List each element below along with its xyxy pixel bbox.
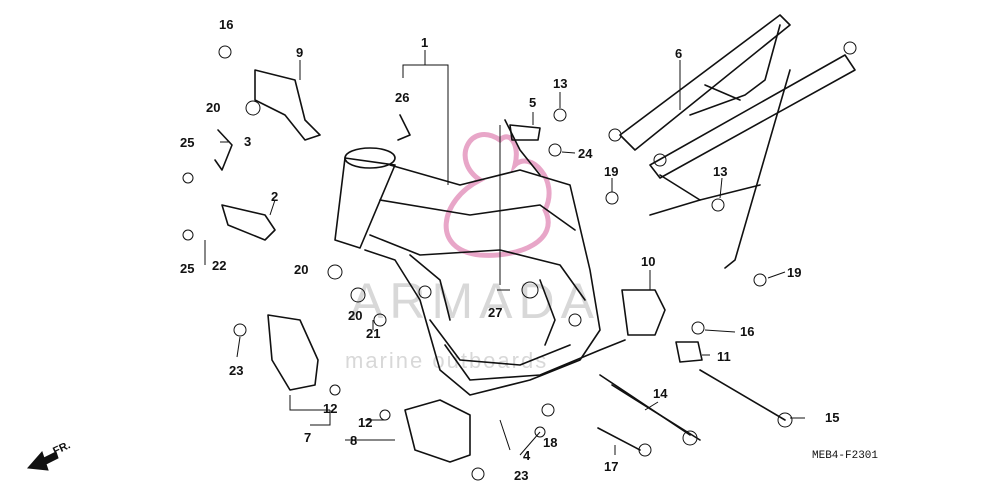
callout-1: 1 <box>421 35 428 50</box>
long-bolts <box>597 369 793 457</box>
engine-mount-brackets <box>621 289 703 363</box>
callout-20c: 20 <box>348 308 362 323</box>
callout-18: 18 <box>543 435 557 450</box>
callout-23b: 23 <box>514 468 528 483</box>
diagram-code: MEB4-F2301 <box>812 450 878 462</box>
callout-2: 2 <box>271 189 278 204</box>
front-arrow-label: FR. <box>51 439 72 457</box>
callout-24: 24 <box>578 146 593 161</box>
callout-23a: 23 <box>229 363 243 378</box>
callout-10: 10 <box>641 254 655 269</box>
callout-26: 26 <box>395 90 409 105</box>
callout-14: 14 <box>653 386 668 401</box>
sub-frame <box>608 14 857 269</box>
main-frame <box>334 119 626 396</box>
callout-17: 17 <box>604 459 618 474</box>
callout-12b: 12 <box>358 415 372 430</box>
callout-19a: 19 <box>604 164 618 179</box>
callout-25a: 25 <box>180 135 194 150</box>
callout-16b: 16 <box>740 324 754 339</box>
callout-7: 7 <box>304 430 311 445</box>
watermark-brand: ARMADA <box>350 273 600 329</box>
callout-27: 27 <box>488 305 502 320</box>
front-arrow: FR. <box>26 439 72 471</box>
skid-plates <box>267 314 471 463</box>
callout-21: 21 <box>366 326 380 341</box>
callout-15: 15 <box>825 410 839 425</box>
watermark-logo <box>443 132 552 258</box>
leader-lines <box>204 50 805 456</box>
callout-13a: 13 <box>553 76 567 91</box>
callout-19b: 19 <box>787 265 801 280</box>
callout-11: 11 <box>717 349 731 364</box>
callout-9: 9 <box>296 45 303 60</box>
callout-16a: 16 <box>219 17 233 32</box>
callout-22: 22 <box>212 258 226 273</box>
callout-12a: 12 <box>323 401 337 416</box>
callout-8: 8 <box>350 433 357 448</box>
bolts-and-nuts <box>182 45 767 481</box>
callout-25b: 25 <box>180 261 194 276</box>
callout-3: 3 <box>244 134 251 149</box>
callout-13b: 13 <box>713 164 727 179</box>
watermark-tagline: marine outboards <box>345 348 548 373</box>
callout-4: 4 <box>523 448 531 463</box>
callout-20a: 20 <box>206 100 220 115</box>
callout-6: 6 <box>675 46 682 61</box>
callout-5: 5 <box>529 95 536 110</box>
mount-brackets-left <box>214 69 321 241</box>
callout-numbers: 1 2 3 4 5 6 7 8 9 10 11 12 12 13 13 14 1… <box>180 17 839 483</box>
watermark: ARMADA marine outboards <box>345 132 600 373</box>
callout-20b: 20 <box>294 262 308 277</box>
